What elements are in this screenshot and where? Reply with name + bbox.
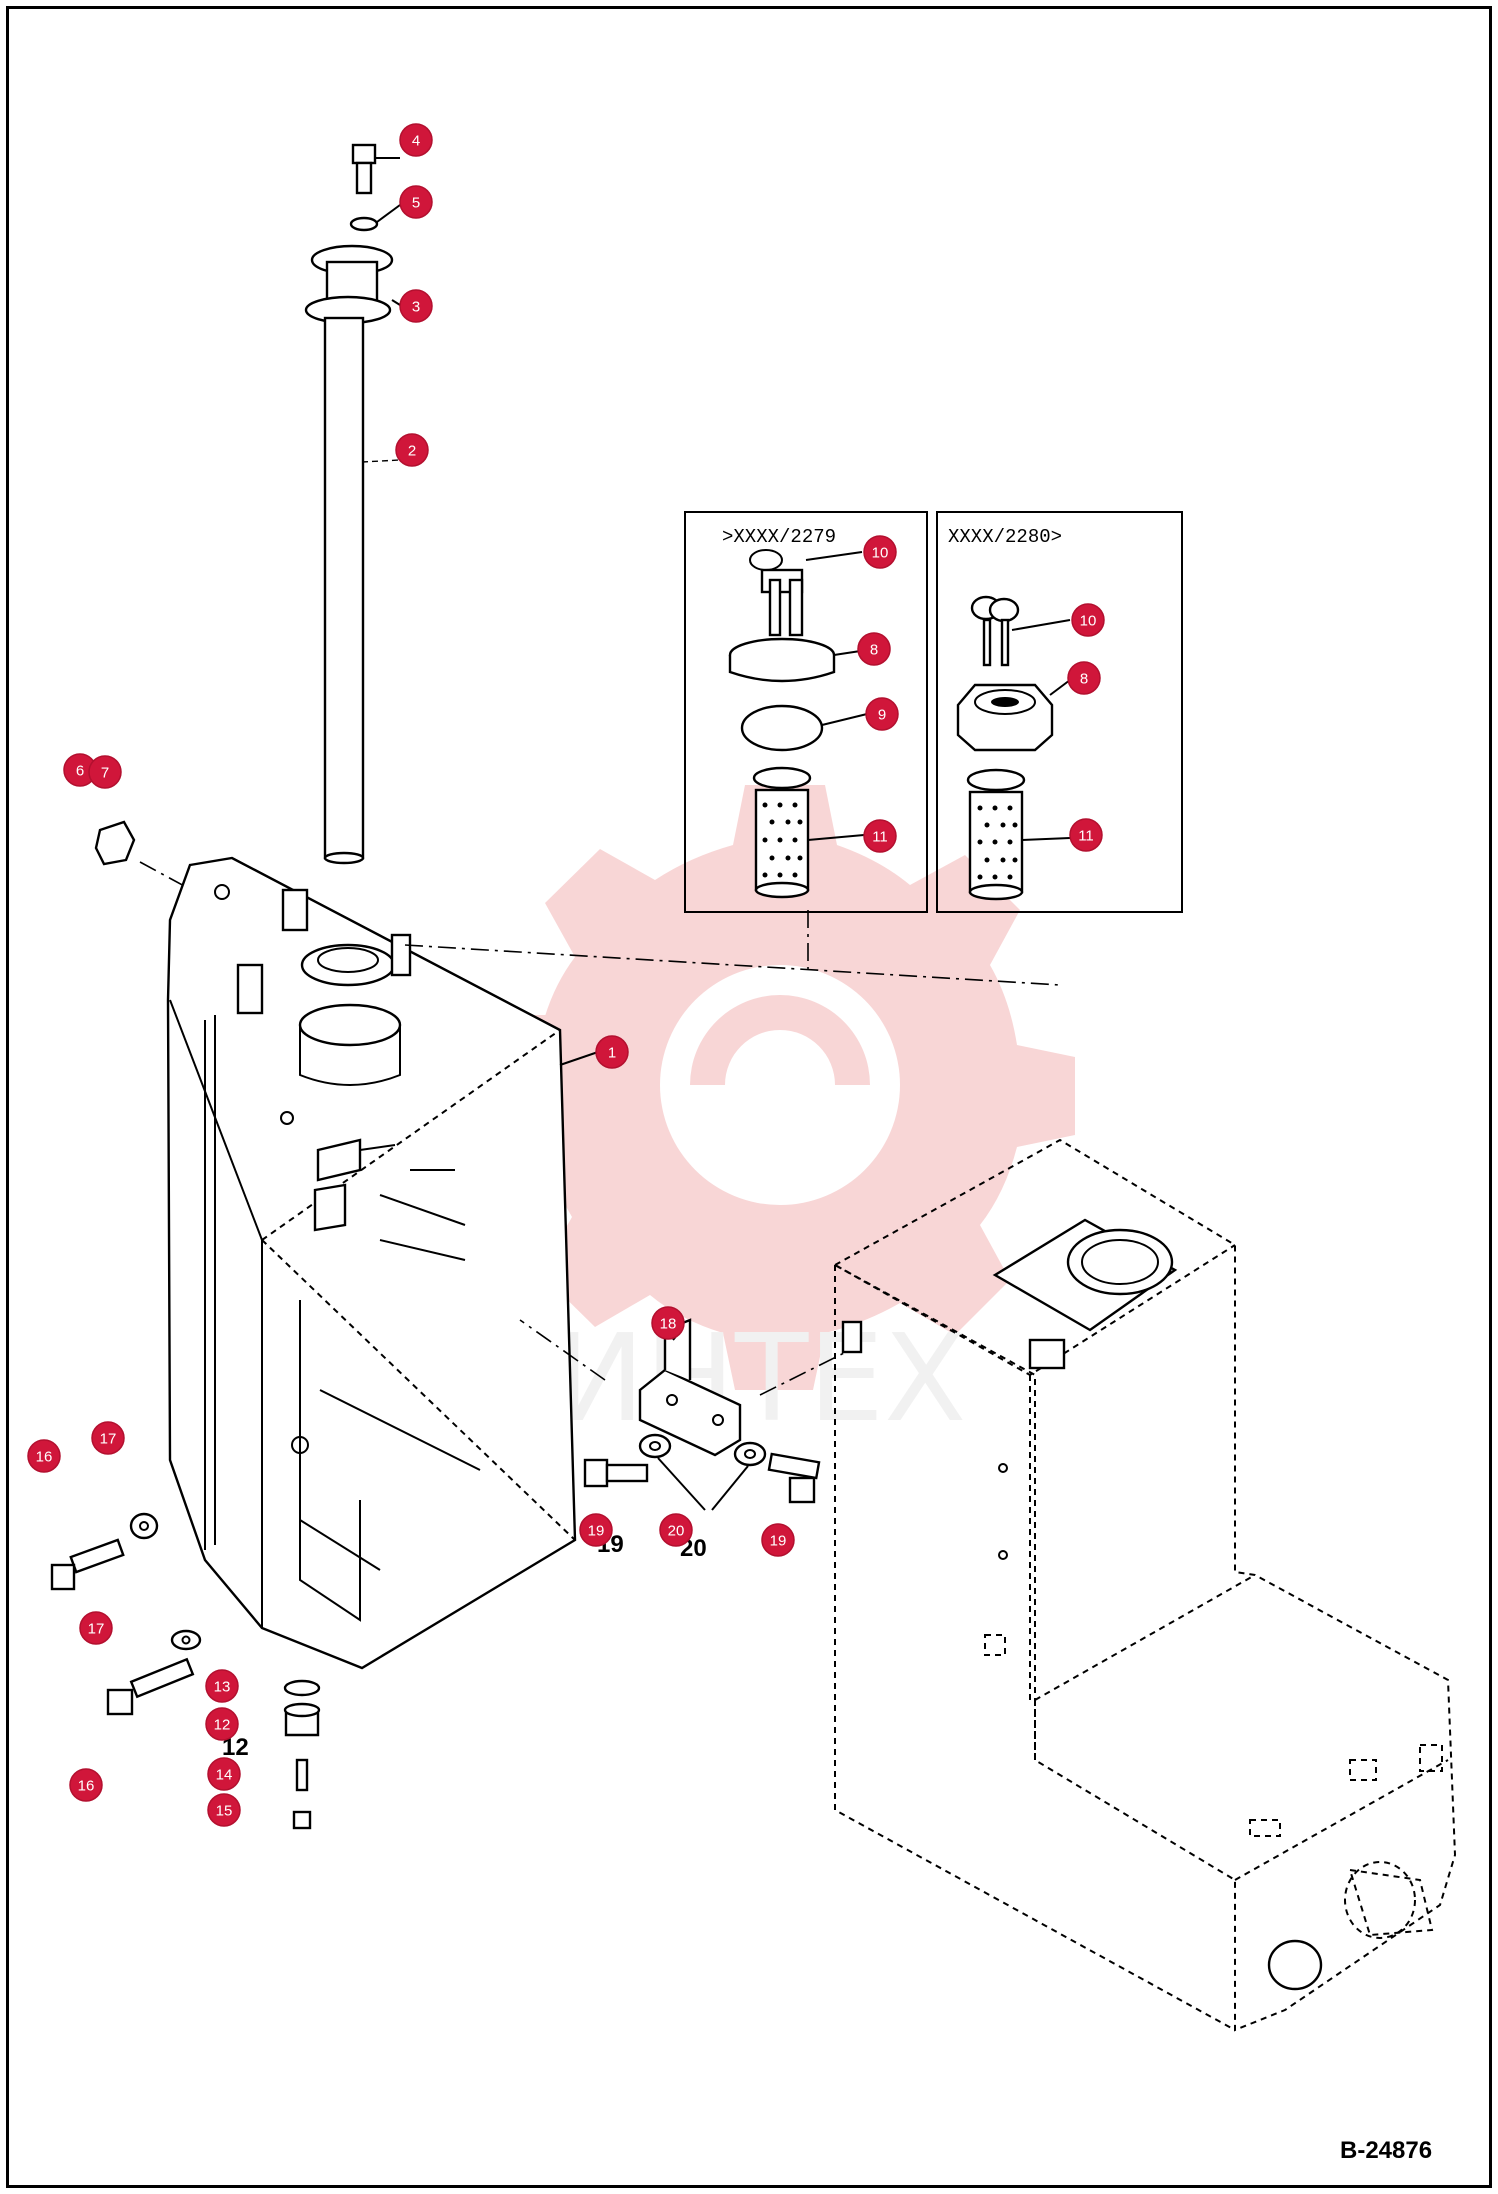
callout-bubble-8: 8 [1067, 661, 1101, 695]
callout-bubble-12: 12 [205, 1707, 239, 1741]
callout-circle [659, 1513, 693, 1547]
callout-circle [857, 632, 891, 666]
callout-label: 15 [216, 1803, 233, 1820]
callout-bubble-11: 11 [863, 819, 897, 853]
callout-circle [1069, 818, 1103, 852]
callout-circle [399, 185, 433, 219]
callout-circle [651, 1306, 685, 1340]
callout-circle [79, 1611, 113, 1645]
callout-circle [69, 1768, 103, 1802]
callout-circle [395, 433, 429, 467]
inset-early: >XXXX/2279 [684, 511, 928, 913]
callout-label: 16 [78, 1778, 95, 1795]
callout-circle [1071, 603, 1105, 637]
callout-circle [579, 1513, 613, 1547]
washer-5 [349, 216, 379, 232]
callout-label: 17 [88, 1621, 105, 1638]
tank-filler-neck [300, 943, 396, 987]
callout-label: 19 [770, 1533, 787, 1550]
inset-late: XXXX/2280> [936, 511, 1183, 913]
callout-label: 1 [608, 1045, 616, 1062]
callout-bubble-13: 13 [205, 1669, 239, 1703]
screw-head [351, 143, 377, 165]
callout-bubble-17: 17 [79, 1611, 113, 1645]
tank-opening [298, 1003, 402, 1047]
left-mount-hardware [50, 1512, 202, 1716]
callout-circle [27, 1439, 61, 1473]
callout-label: 10 [872, 545, 889, 562]
callout-label: 16 [36, 1449, 53, 1466]
callout-label: 20 [668, 1523, 685, 1540]
callout-bubble-14: 14 [207, 1757, 241, 1791]
callout-bubble-10: 10 [1071, 603, 1105, 637]
callout-circle [205, 1707, 239, 1741]
callout-bubble-16: 16 [27, 1439, 61, 1473]
callout-circle [399, 123, 433, 157]
callout-label: 3 [412, 299, 420, 316]
machine-frame [832, 1138, 1457, 2032]
callout-label: 9 [878, 707, 886, 724]
callout-label: 12 [214, 1717, 231, 1734]
callout-label: 19 [588, 1523, 605, 1540]
callout-bubble-20: 20 [659, 1513, 693, 1547]
callout-bubble-17: 17 [91, 1421, 125, 1455]
callout-label: 8 [1080, 671, 1088, 688]
callout-label: 6 [76, 763, 84, 780]
callout-bubble-1: 1 [595, 1035, 629, 1069]
screw-shank [355, 161, 373, 195]
callout-bubble-7: 7 [88, 755, 122, 789]
callout-label: 11 [872, 829, 888, 846]
callout-bubble-19: 19 [761, 1523, 795, 1557]
callout-bubble-3: 3 [399, 289, 433, 323]
callout-bubble-11: 11 [1069, 818, 1103, 852]
callout-bubble-18: 18 [651, 1306, 685, 1340]
inset-label-late: XXXX/2280> [948, 526, 1062, 548]
filler-tube [323, 316, 365, 860]
callout-bubble-10: 10 [863, 535, 897, 569]
callout-label: 8 [870, 642, 878, 659]
callout-bubble-15: 15 [207, 1793, 241, 1827]
callout-circle [205, 1669, 239, 1703]
callout-circle [863, 819, 897, 853]
callout-circle [88, 755, 122, 789]
filler-tube-end [323, 851, 365, 865]
callout-circle [595, 1035, 629, 1069]
figure-number: B-24876 [1340, 2137, 1432, 2164]
callout-bubble-16: 16 [69, 1768, 103, 1802]
callout-label: 5 [412, 195, 420, 212]
bracket-assembly [519, 1318, 863, 1511]
callout-circle [865, 697, 899, 731]
callout-label: 17 [100, 1431, 117, 1448]
callout-circle [207, 1757, 241, 1791]
callout-bubble-5: 5 [399, 185, 433, 219]
callout-label: 4 [412, 133, 420, 150]
callout-circle [207, 1793, 241, 1827]
callout-circle [1067, 661, 1101, 695]
callout-bubble-8: 8 [857, 632, 891, 666]
callout-circle [399, 289, 433, 323]
callout-label: 14 [216, 1767, 233, 1784]
callout-bubble-9: 9 [865, 697, 899, 731]
callout-bubble-4: 4 [399, 123, 433, 157]
callout-label: 10 [1080, 613, 1097, 630]
callout-circle [761, 1523, 795, 1557]
callout-circle [91, 1421, 125, 1455]
fuel-tank [166, 856, 577, 1670]
callout-label: 7 [101, 765, 109, 782]
callout-bubble-19: 19 [579, 1513, 613, 1547]
watermark-text: ИНТЕХ [555, 1310, 966, 1449]
drain-plug-assembly [283, 1679, 321, 1830]
filler-tube-assembly [304, 143, 394, 865]
callout-label: 2 [408, 443, 416, 460]
callout-label: 13 [214, 1679, 231, 1696]
inset-label-early: >XXXX/2279 [722, 526, 836, 548]
callout-circle [863, 535, 897, 569]
callout-label: 18 [660, 1316, 677, 1333]
callout-label: 11 [1078, 828, 1094, 845]
callout-bubble-2: 2 [395, 433, 429, 467]
